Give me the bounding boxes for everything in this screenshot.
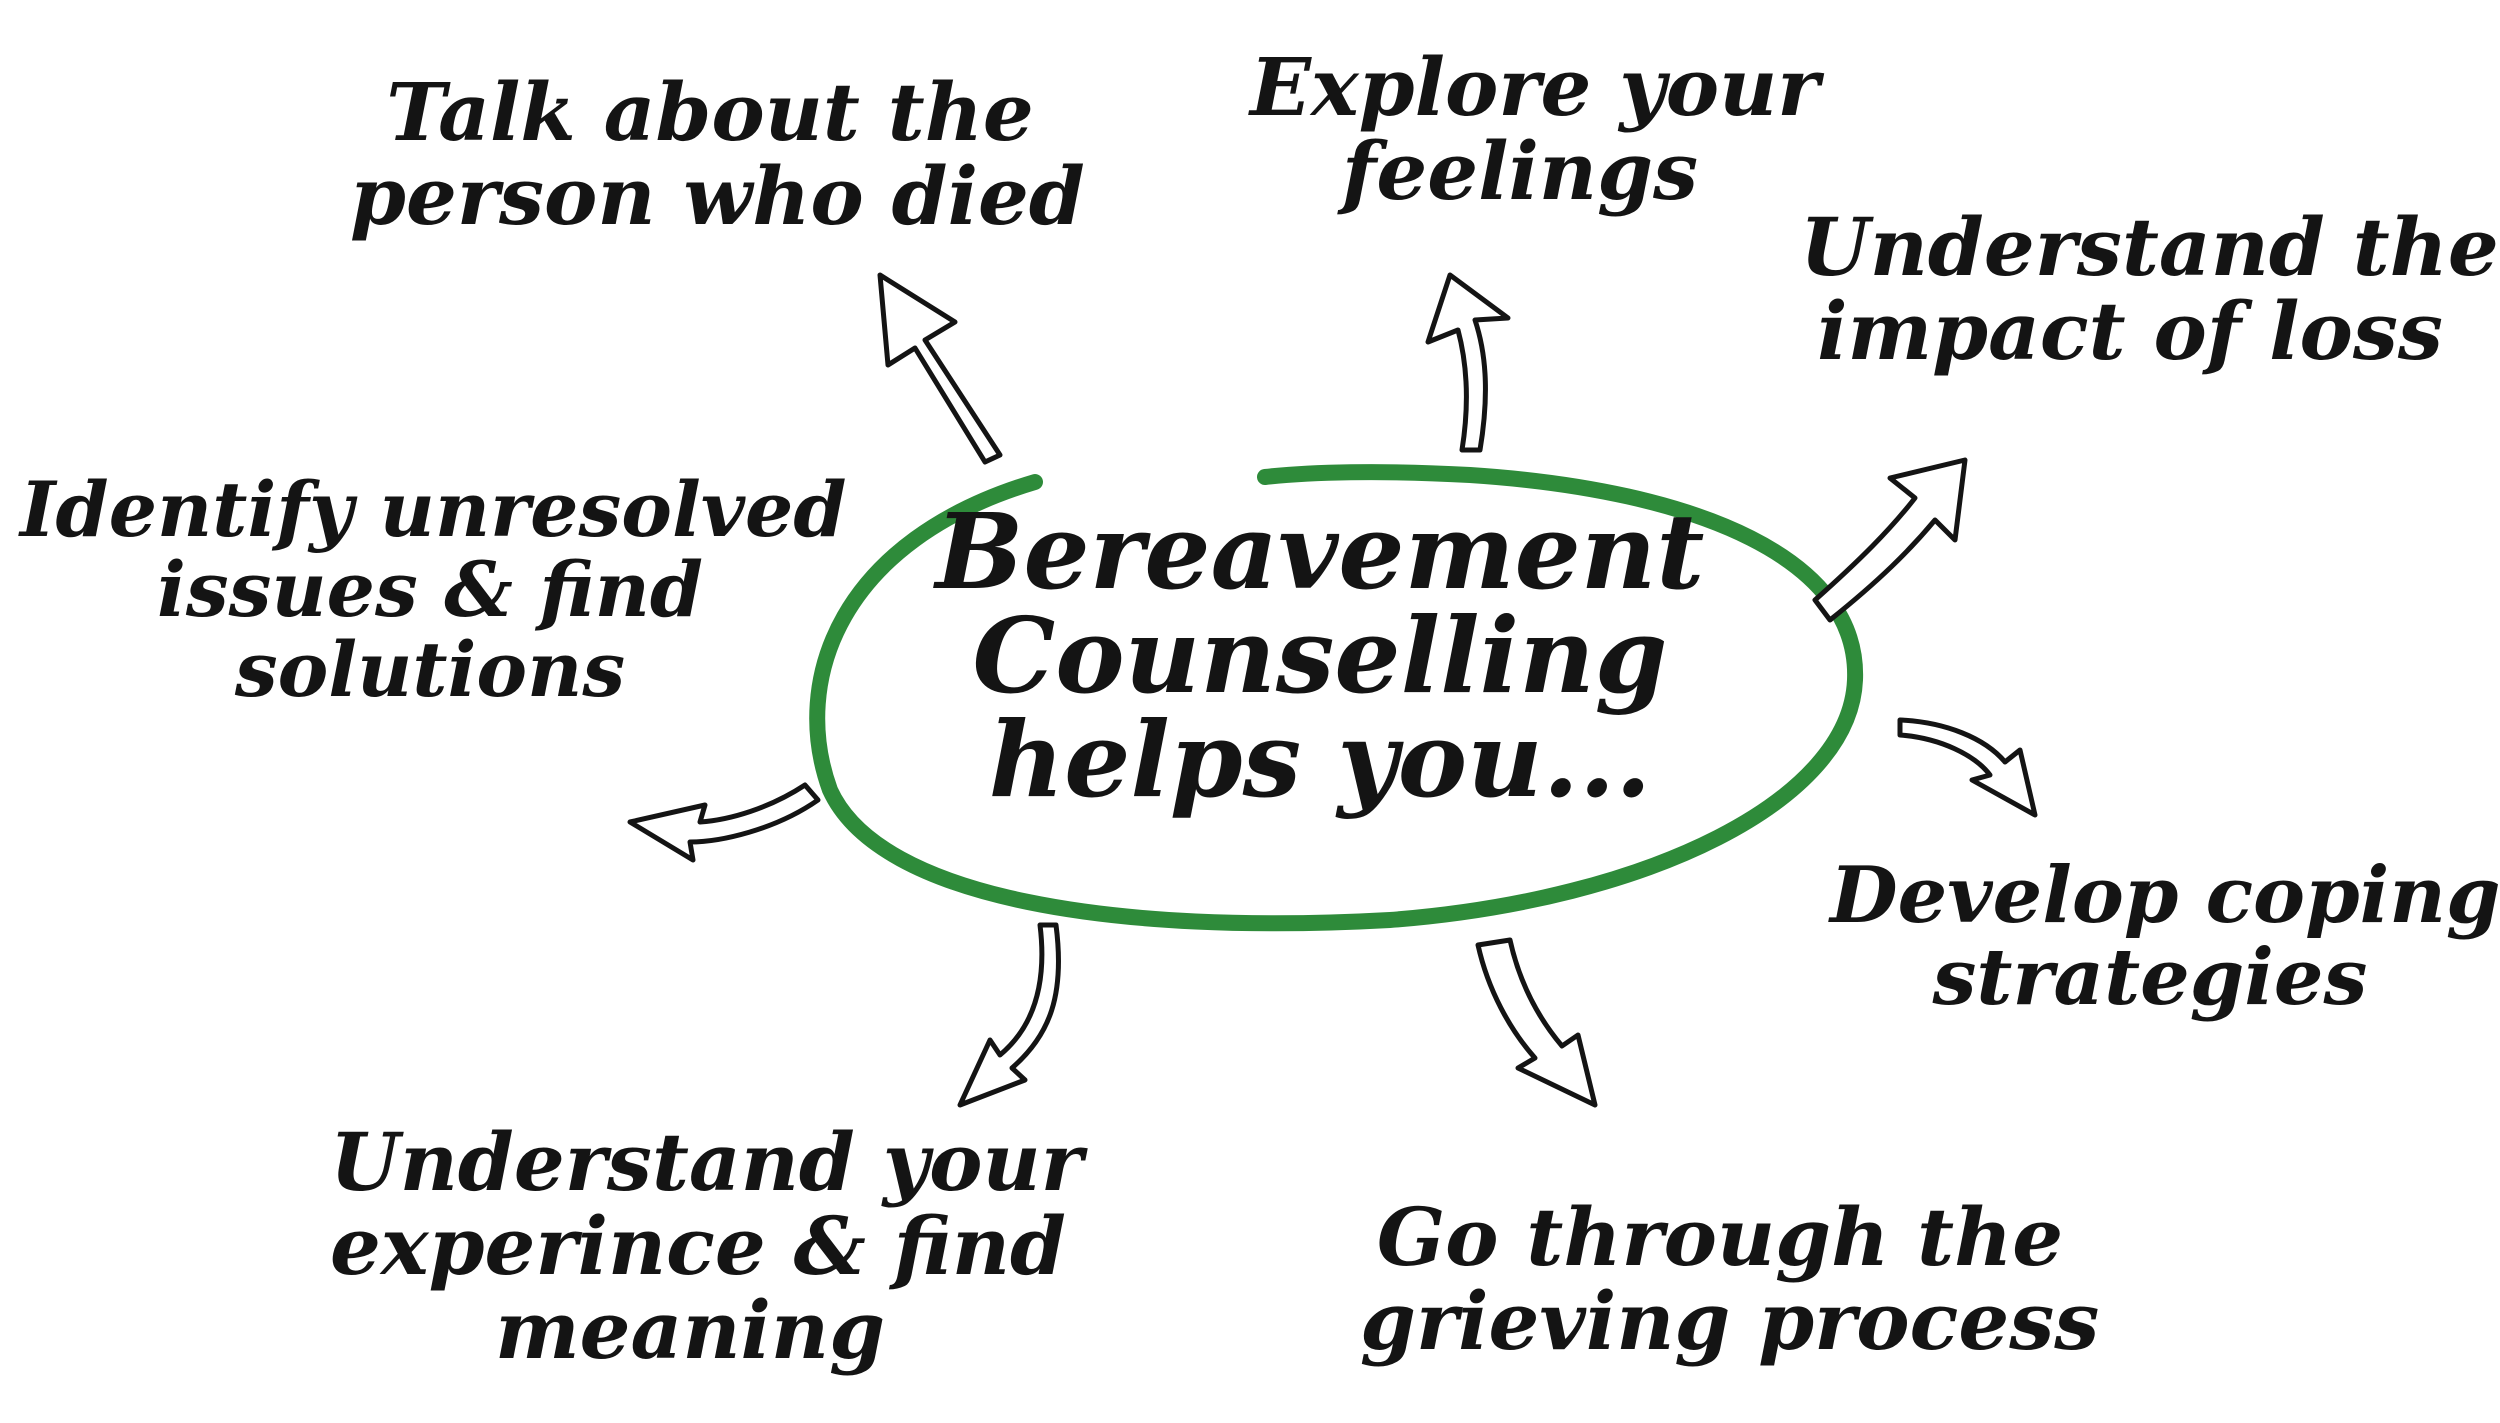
arrow-to-talk-about-person (877, 272, 1003, 465)
node-understand-experience-line-2: experince & find (330, 1199, 1066, 1293)
node-identify-issues-line-1: Identify unresolved (20, 465, 847, 554)
node-talk-about-person: Talk about the person who died (350, 65, 1085, 243)
center-title-line-1: Bereavement (935, 490, 1705, 613)
node-understand-impact-line-1: Understand the (1800, 200, 2499, 294)
node-understand-experience-line-3: meaning (494, 1283, 886, 1377)
arrow-to-understand-experience (957, 922, 1061, 1108)
node-grieving-process-line-2: grieving process (1360, 1274, 2100, 1368)
node-grieving-process-line-1: Go through the (1376, 1190, 2064, 1284)
node-explore-feelings-line-2: feelings (1341, 124, 1699, 218)
arrow-to-identify-issues (627, 782, 821, 863)
node-understand-experience-line-1: Understand your (330, 1115, 1083, 1209)
node-identify-issues-line-3: solutions (234, 624, 626, 714)
node-explore-feelings: Explore your feelings (1250, 40, 1820, 218)
node-identify-issues: Identify unresolved issues & find soluti… (20, 465, 847, 714)
node-understand-impact: Understand the impact of loss (1800, 200, 2499, 378)
node-explore-feelings-line-1: Explore your (1250, 40, 1820, 134)
arrow-to-grieving-process (1475, 937, 1598, 1108)
node-grieving-process: Go through the grieving process (1360, 1190, 2100, 1368)
node-develop-coping: Develop coping strategies (1830, 850, 2500, 1023)
center-ellipse (809, 464, 1864, 932)
node-develop-coping-line-2: strategies (1932, 931, 2368, 1023)
center-title-line-3: helps you... (988, 698, 1652, 821)
node-understand-impact-line-2: impact of loss (1817, 284, 2443, 378)
center-title: Bereavement Counselling helps you... (880, 500, 1760, 812)
arrow-to-explore-feelings (1425, 272, 1511, 453)
arrow-to-understand-impact (1812, 457, 1968, 623)
center-title-line-2: Counselling (972, 594, 1668, 717)
arrow-to-develop-coping (1897, 717, 2038, 818)
node-identify-issues-line-2: issues & find (156, 544, 704, 634)
node-talk-about-person-line-1: Talk about the (386, 65, 1034, 159)
node-understand-experience: Understand your experince & find meaning (330, 1115, 1083, 1377)
node-talk-about-person-line-2: person who died (350, 149, 1085, 243)
node-develop-coping-line-1: Develop coping (1830, 850, 2500, 941)
